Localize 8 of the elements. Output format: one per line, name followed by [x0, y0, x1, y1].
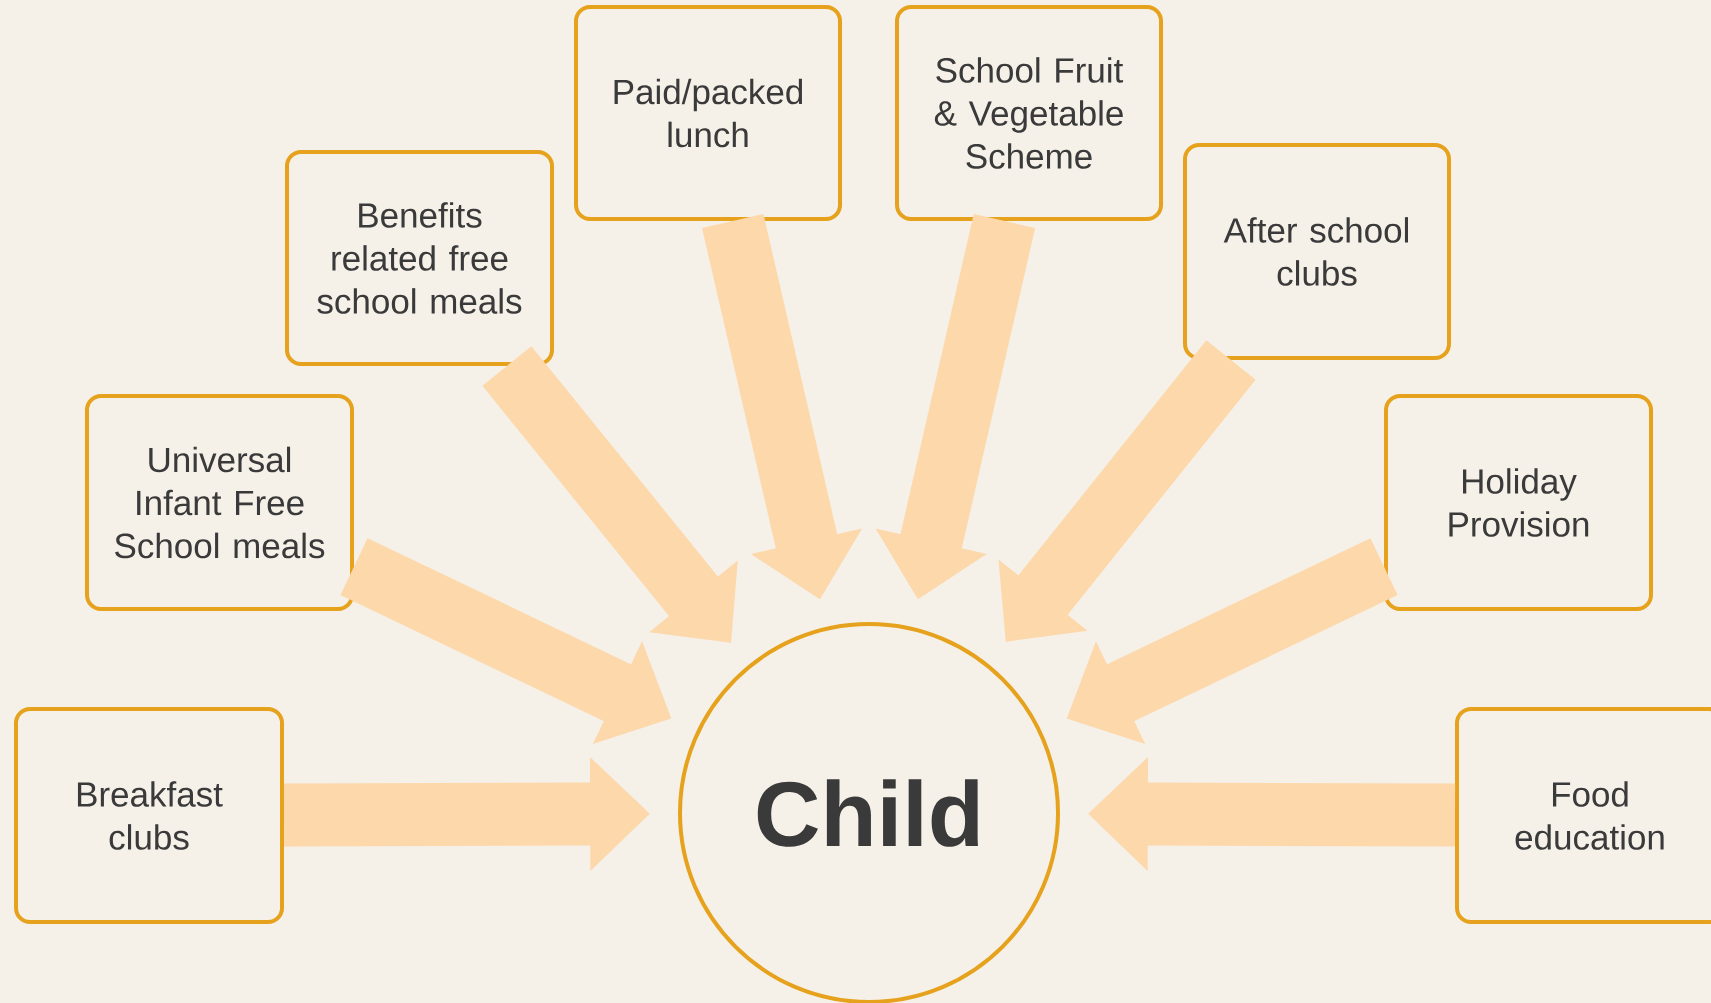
text-box: Paid/packed lunch	[574, 5, 842, 221]
text-box: After school clubs	[1183, 143, 1451, 360]
text-box: Universal Infant Free School meals	[85, 394, 354, 611]
text-box: Food education	[1455, 707, 1711, 924]
text-box: Breakfast clubs	[14, 707, 284, 924]
text-box: Holiday Provision	[1384, 394, 1653, 611]
text-box: School Fruit & Vegetable Scheme	[895, 5, 1163, 221]
text-box: Benefits related free school meals	[285, 150, 554, 366]
